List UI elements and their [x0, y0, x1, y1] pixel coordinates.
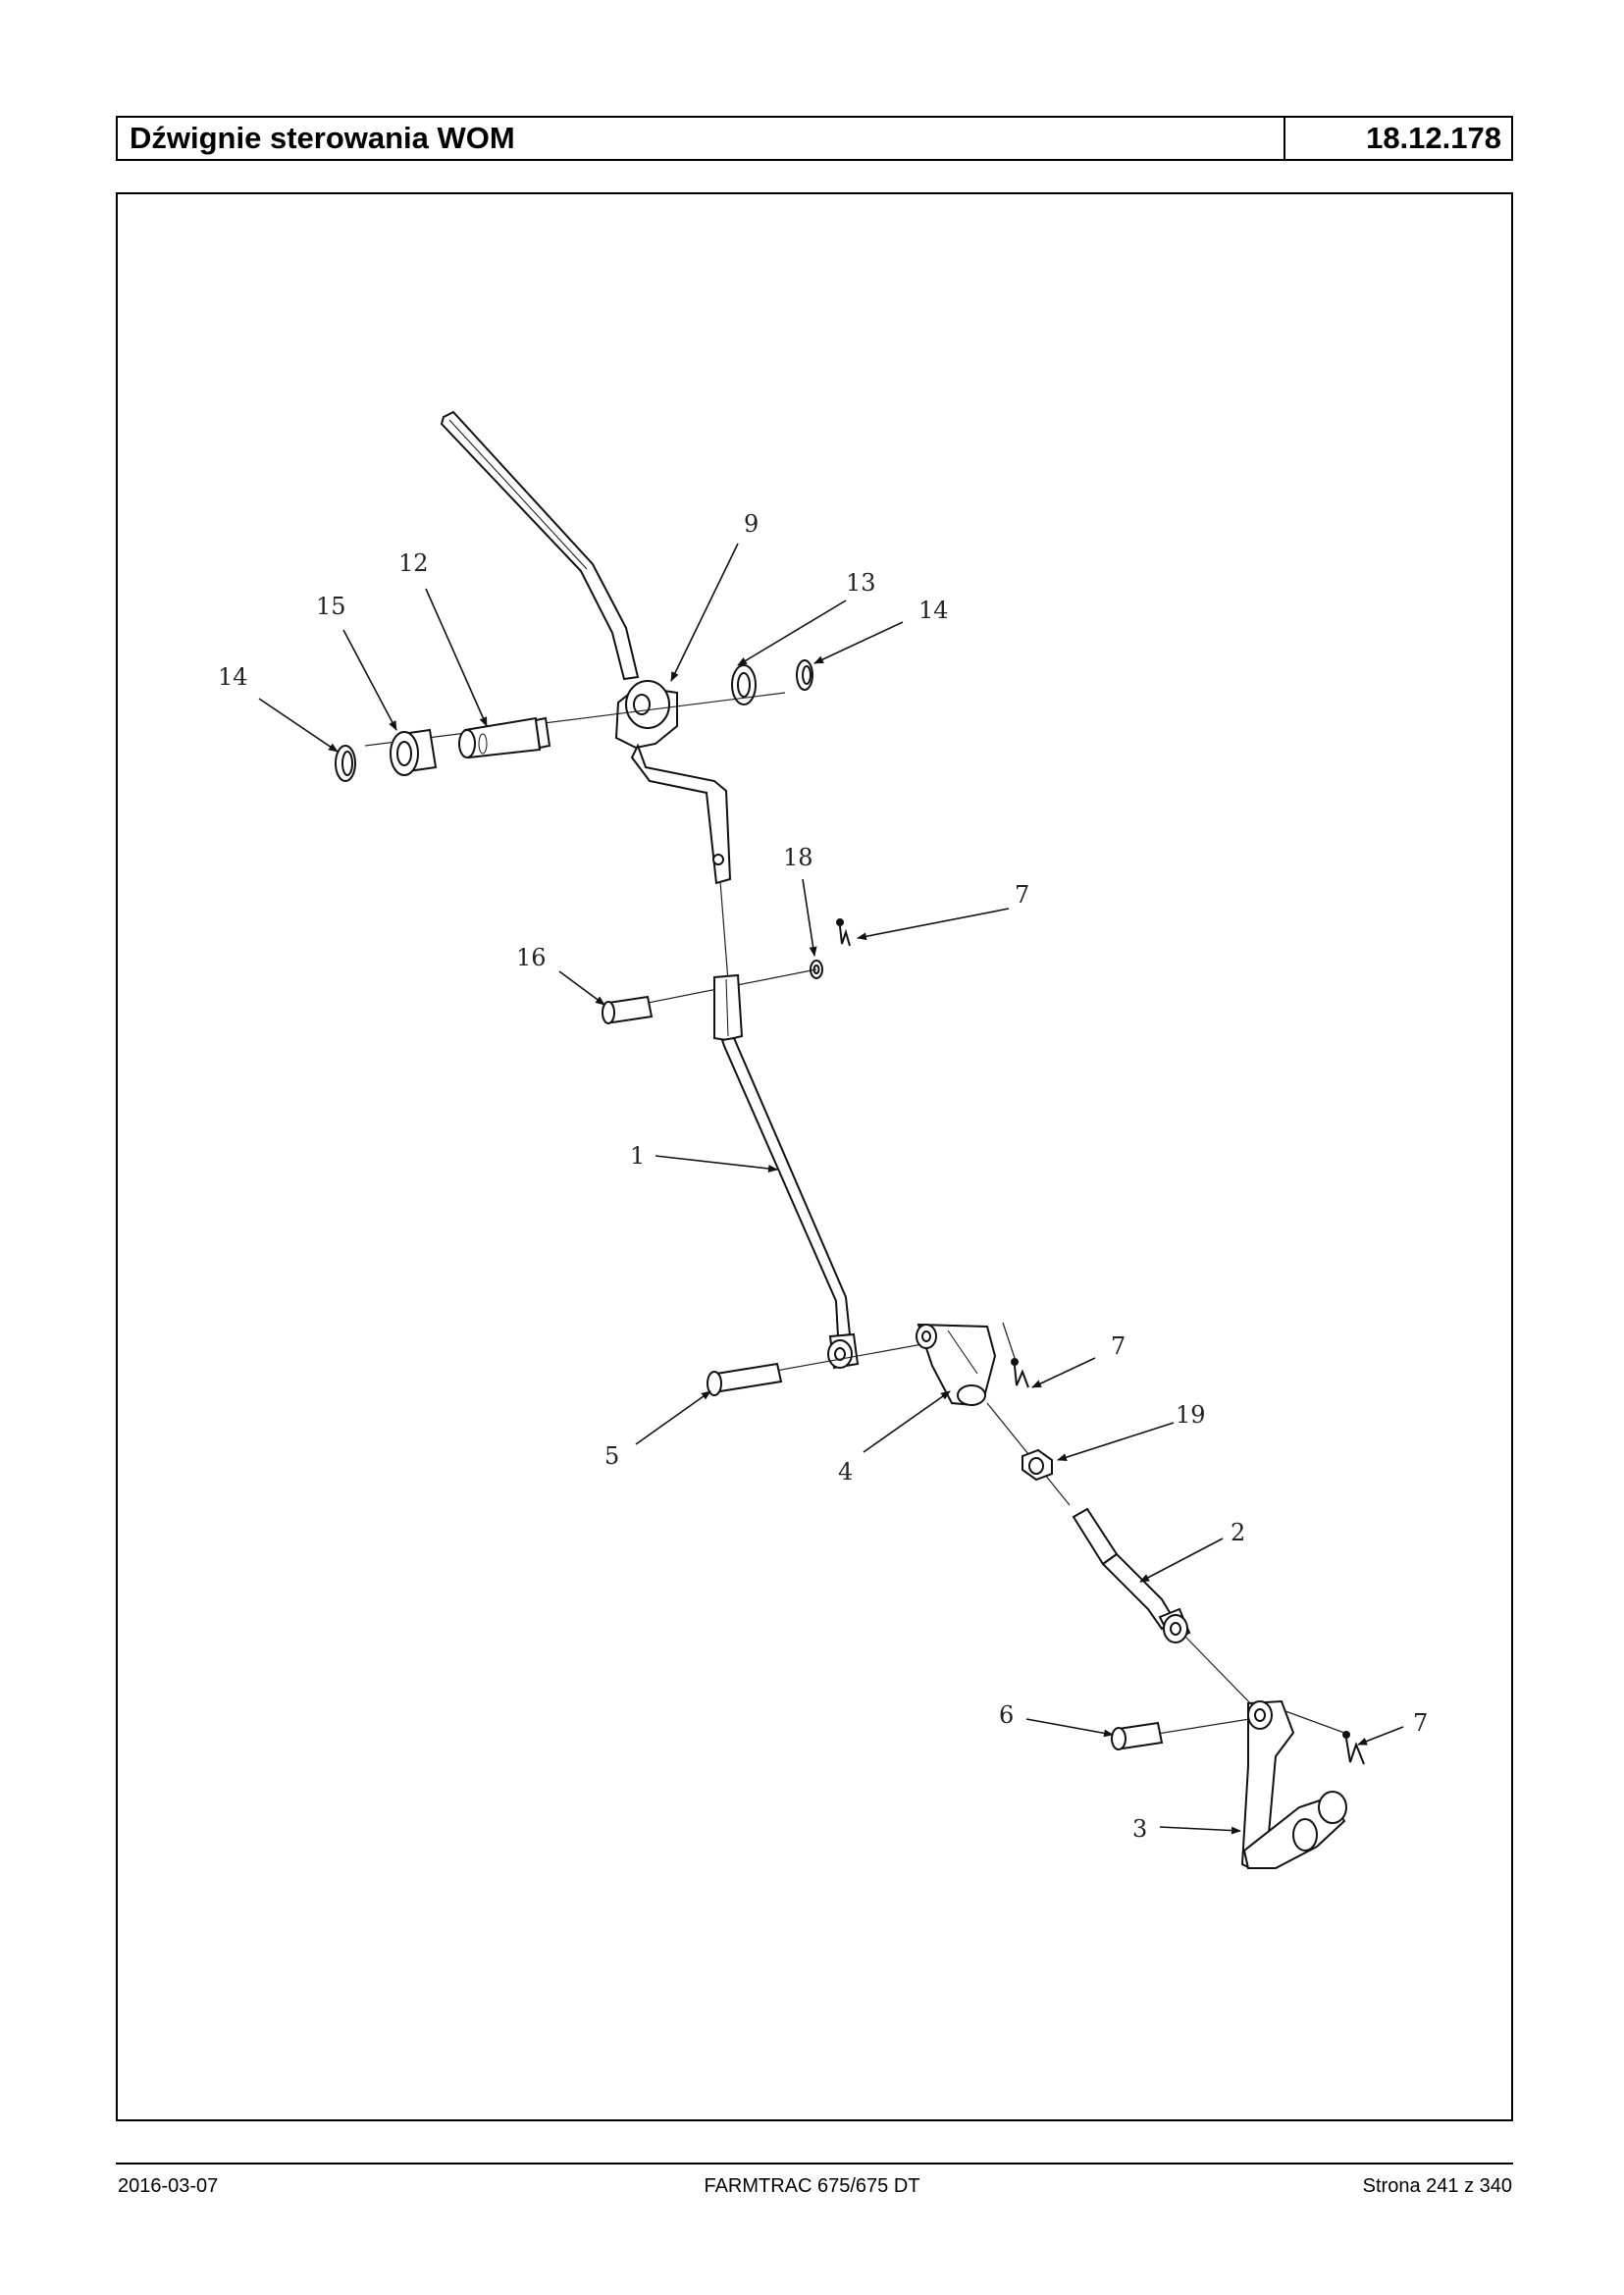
callout-14: 14 — [918, 597, 949, 624]
part-4-clevis — [916, 1323, 997, 1407]
page-title: Dźwignie sterowania WOM — [118, 118, 1285, 159]
leader-lines — [258, 543, 1404, 1835]
callout-4: 4 — [838, 1458, 853, 1486]
footer-date: 2016-03-07 — [118, 2175, 219, 2197]
part-7-split-pin-bottom — [1284, 1710, 1365, 1765]
footer-page-number: Strona 241 z 340 — [1362, 2175, 1512, 2197]
callout-12: 12 — [398, 549, 429, 577]
part-6-pin — [1111, 1721, 1164, 1750]
callout-2: 2 — [1231, 1519, 1245, 1546]
callout-7: 7 — [1015, 881, 1029, 909]
callout-6: 6 — [999, 1701, 1014, 1729]
callout-7: 7 — [1111, 1332, 1126, 1360]
callout-14: 14 — [218, 663, 248, 691]
section-code: 18.12.178 — [1366, 121, 1501, 155]
part-15-bushing — [390, 728, 438, 776]
part-7-split-pin-middle — [1002, 1322, 1029, 1388]
callout-13: 13 — [846, 569, 876, 597]
callout-16: 16 — [516, 944, 547, 971]
axis-line — [1184, 1636, 1259, 1712]
diagram-frame — [116, 192, 1513, 2121]
header-bar: Dźwignie sterowania WOM 18.12.178 — [116, 116, 1513, 161]
footer-model: FARMTRAC 675/675 DT — [704, 2175, 920, 2197]
part-7-split-pin-top — [836, 918, 851, 947]
part-12-shaft — [458, 716, 551, 759]
callout-labels: 9 12 13 14 15 14 18 7 16 1 7 19 5 4 2 6 … — [218, 510, 1428, 1843]
callout-1: 1 — [630, 1142, 645, 1170]
part-5-bolt — [707, 1362, 783, 1396]
part-19-nut — [1022, 1448, 1053, 1482]
axis-line — [719, 880, 729, 982]
callout-18: 18 — [783, 844, 813, 871]
part-18-washer — [810, 960, 823, 979]
callout-19: 19 — [1176, 1401, 1206, 1429]
part-2-rod — [1072, 1507, 1191, 1643]
part-14-snap-ring-right — [796, 659, 813, 691]
part-14-snap-ring-left — [335, 745, 356, 782]
part-13-washer — [731, 664, 757, 705]
callout-7: 7 — [1413, 1709, 1428, 1737]
callout-15: 15 — [316, 593, 346, 620]
callout-5: 5 — [604, 1442, 619, 1470]
footer-divider — [116, 2163, 1513, 2165]
part-1-rod — [713, 973, 860, 1370]
part-9-lever — [440, 410, 732, 885]
callout-9: 9 — [744, 510, 759, 538]
part-16-clevis-pin — [602, 995, 654, 1024]
callout-3: 3 — [1132, 1815, 1147, 1843]
axis-line — [364, 692, 786, 747]
part-3-lever — [1240, 1699, 1347, 1870]
